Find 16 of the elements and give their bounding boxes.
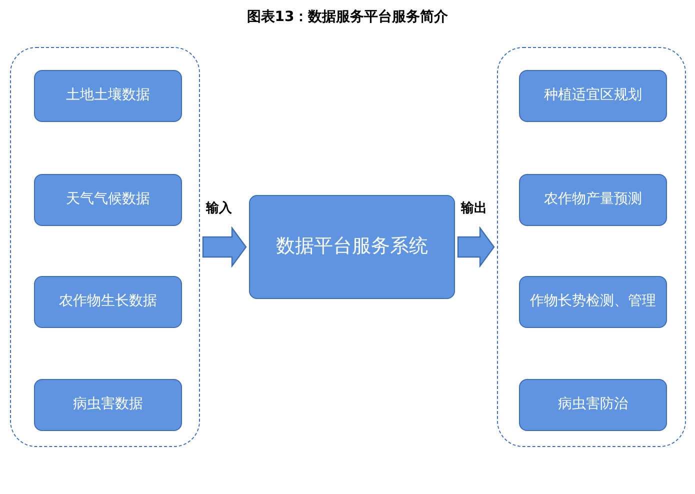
block-arrow	[202, 226, 247, 268]
edge-label: 输入	[205, 199, 233, 217]
item-box: 天气气候数据	[34, 174, 182, 226]
edge-label: 输出	[460, 199, 488, 217]
diagram-title: 图表13：数据服务平台服务简介	[246, 8, 450, 26]
dashed-group-frame	[10, 47, 200, 447]
block-arrow	[457, 226, 495, 268]
item-box: 农作物产量预测	[519, 174, 667, 226]
system-box: 数据平台服务系统	[249, 195, 455, 299]
item-box: 农作物生长数据	[34, 276, 182, 328]
item-box: 作物长势检测、管理	[519, 276, 667, 328]
item-box: 病虫害防治	[519, 379, 667, 431]
dashed-group-frame	[497, 47, 686, 447]
item-box: 种植适宜区规划	[519, 70, 667, 122]
item-box: 病虫害数据	[34, 379, 182, 431]
item-box: 土地土壤数据	[34, 70, 182, 122]
